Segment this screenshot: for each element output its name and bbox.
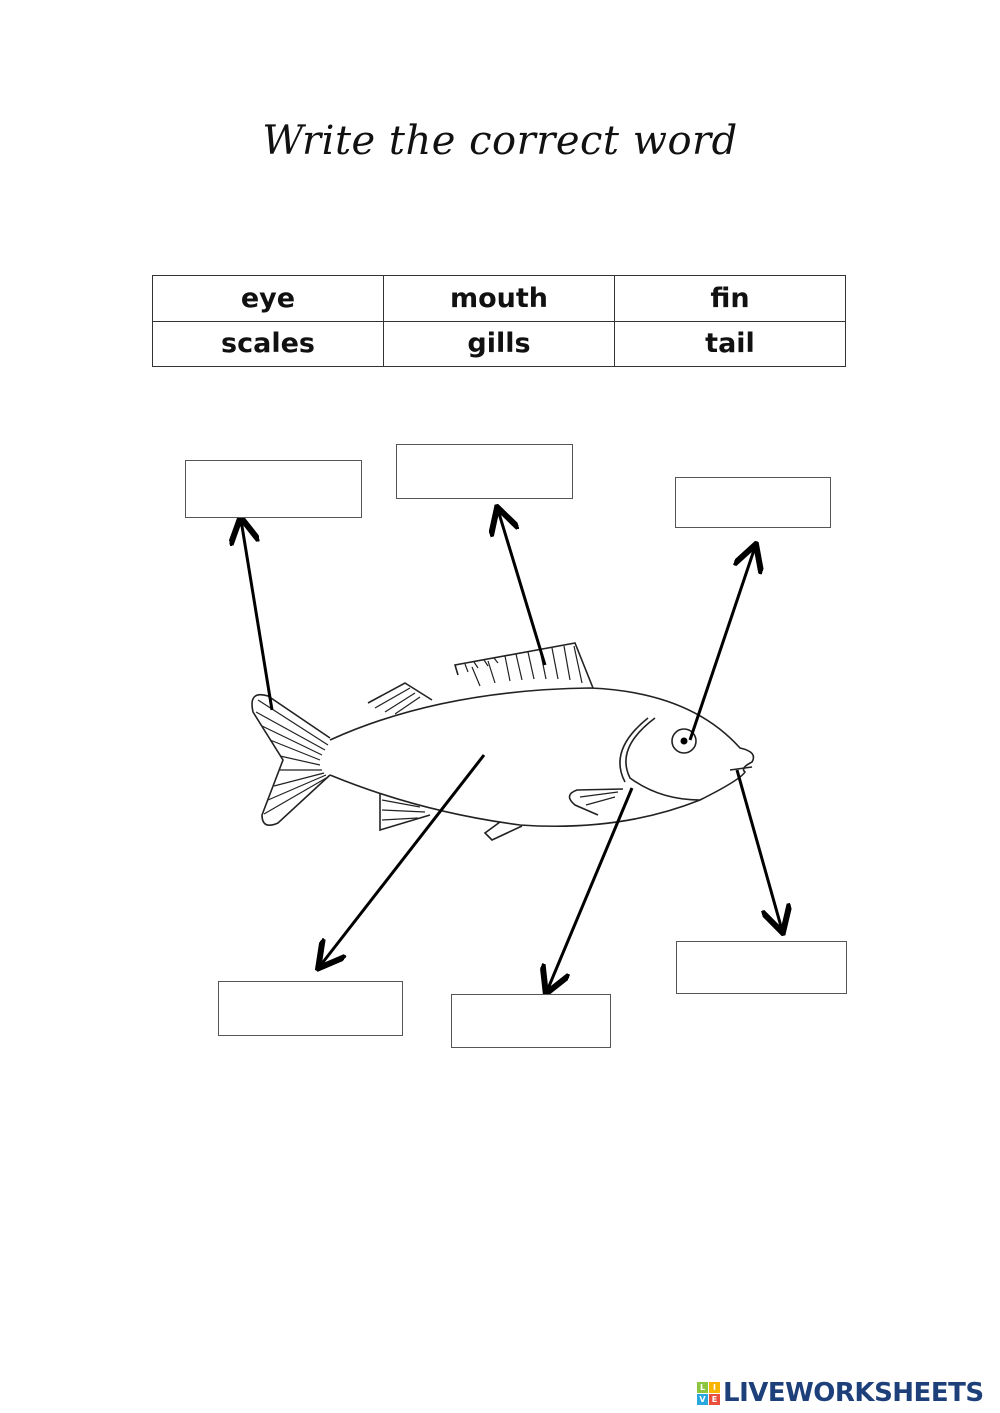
word-bank-cell: scales xyxy=(152,320,384,367)
fish-drawing xyxy=(251,642,755,841)
label-arrows xyxy=(241,510,782,991)
liveworksheets-logo: L I V E LIVEWORKSHEETS xyxy=(697,1378,984,1408)
logo-letter: V xyxy=(697,1393,708,1405)
answer-box-tail[interactable] xyxy=(185,460,362,518)
answer-box-dorsal-fin[interactable] xyxy=(396,444,573,499)
arrow-eye xyxy=(688,547,755,741)
arrow-fin xyxy=(498,510,547,666)
answer-box-gills[interactable] xyxy=(451,994,611,1048)
word-bank-cell: eye xyxy=(152,275,384,322)
worksheet-title: Write the correct word xyxy=(262,118,738,164)
logo-letter: I xyxy=(709,1381,720,1393)
word-bank-row: scales gills tail xyxy=(152,320,846,367)
arrow-gills xyxy=(547,787,634,991)
logo-text: LIVEWORKSHEETS xyxy=(723,1378,984,1408)
arrow-mouth xyxy=(735,769,782,930)
word-bank-cell: tail xyxy=(614,320,846,367)
logo-mark-icon: L I V E xyxy=(697,1381,720,1405)
word-bank-table: eye mouth fin scales gills tail xyxy=(152,275,846,367)
logo-letter: L xyxy=(697,1381,708,1393)
logo-letter: E xyxy=(709,1393,720,1405)
arrow-tail xyxy=(241,520,274,711)
answer-box-scales[interactable] xyxy=(218,981,403,1036)
word-bank-cell: gills xyxy=(383,320,615,367)
word-bank-cell: fin xyxy=(614,275,846,322)
answer-box-mouth[interactable] xyxy=(676,941,847,994)
answer-box-eye[interactable] xyxy=(675,477,831,528)
arrow-scales xyxy=(320,754,486,966)
